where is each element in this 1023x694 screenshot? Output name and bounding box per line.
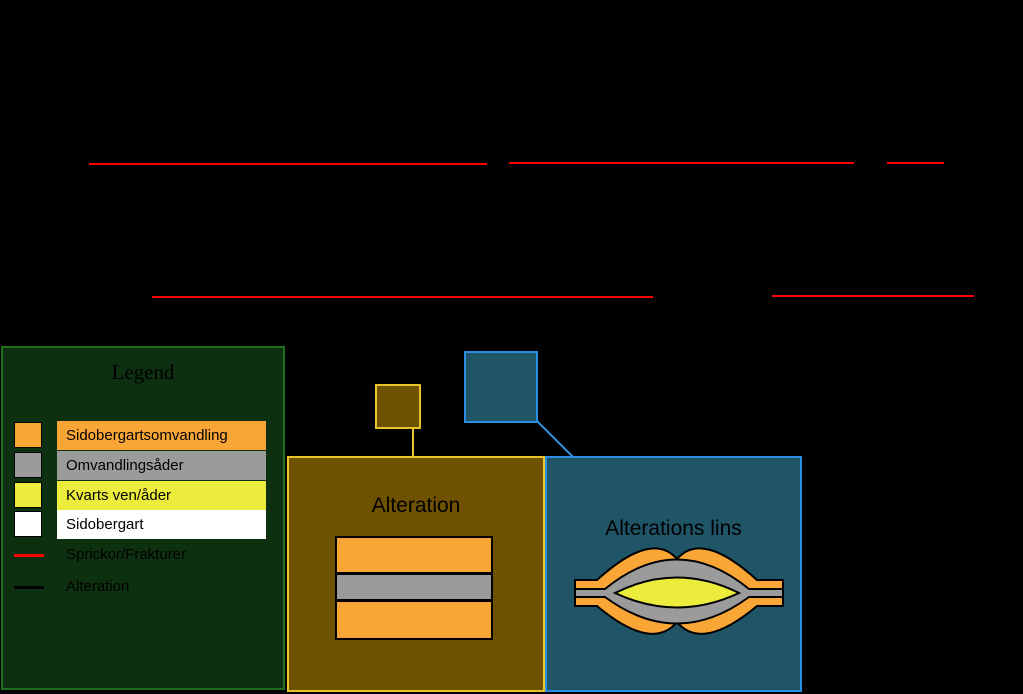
fracture-line (89, 163, 487, 165)
alteration-lens-title: Alterations lins (605, 517, 742, 540)
wallrock-alteration-layer-top (335, 536, 493, 574)
lens-zoom-box (464, 351, 538, 423)
connector-lens (536, 420, 574, 458)
alteration-panel: Alteration (287, 456, 545, 692)
fracture-line (152, 296, 653, 298)
fracture-line (887, 162, 944, 164)
legend-swatch-wallrock (14, 511, 42, 537)
legend-label-wallrock-alteration: Sidobergartsomvandling (57, 421, 266, 450)
legend-swatch-quartz-vein (14, 482, 42, 508)
legend-line-alteration (14, 586, 44, 589)
fracture-line (509, 162, 854, 164)
legend-label-wallrock: Sidobergart (57, 510, 266, 539)
legend-label-alteration-vein: Omvandlingsåder (57, 451, 266, 480)
legend-label-quartz-vein: Kvarts ven/åder (57, 481, 266, 510)
lens-quartz-core (612, 576, 742, 609)
fracture-line (772, 295, 974, 297)
legend-swatch-alteration-vein (14, 452, 42, 478)
legend-panel: Legend Sidobergartsomvandling Omvandling… (1, 346, 285, 690)
alteration-vein-layer (335, 573, 493, 601)
alteration-zoom-box (375, 384, 421, 429)
legend-line-fractures (14, 554, 44, 557)
legend-label-fractures: Sprickor/Frakturer (66, 546, 187, 563)
legend-swatch-wallrock-alteration (14, 422, 42, 448)
wallrock-alteration-layer-bottom (335, 600, 493, 640)
legend-label-alteration: Alteration (66, 578, 130, 595)
alteration-lens-shape (574, 547, 784, 635)
legend-title: Legend (111, 360, 175, 384)
alteration-title: Alteration (371, 494, 461, 517)
alteration-lens-panel: Alterations lins (545, 456, 802, 692)
